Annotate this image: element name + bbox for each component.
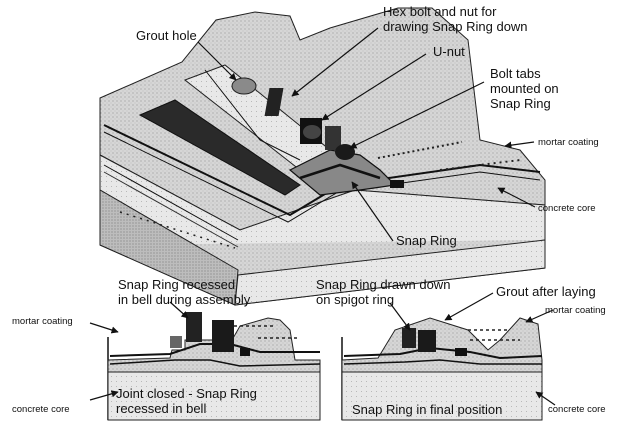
label-hex-bolt-2: drawing Snap Ring down <box>383 19 528 34</box>
label-hex-bolt-1: Hex bolt and nut for <box>383 4 497 19</box>
label-mortar-coating-left: mortar coating <box>12 316 73 327</box>
section-left <box>107 312 321 421</box>
label-joint-closed-2: recessed in bell <box>116 401 206 416</box>
label-bolt-tabs-2: mounted on <box>490 81 559 96</box>
label-concrete-core-left: concrete core <box>12 404 70 415</box>
grout-hole <box>231 77 257 95</box>
label-bolt-tabs-1: Bolt tabs <box>490 66 541 81</box>
label-concrete-core-right: concrete core <box>548 404 606 415</box>
label-bolt-tabs-3: Snap Ring <box>490 96 551 111</box>
label-recessed-2: in bell during assembly <box>118 292 251 307</box>
label-snap-ring-main: Snap Ring <box>396 233 457 248</box>
label-recessed-1: Snap Ring recessed <box>118 277 235 292</box>
label-mortar-coating-main: mortar coating <box>538 137 599 148</box>
label-joint-closed-1: Joint closed - Snap Ring <box>116 386 257 401</box>
label-grout-after: Grout after laying <box>496 284 596 299</box>
labels: Grout hole Hex bolt and nut for drawing … <box>12 4 606 417</box>
label-concrete-core-main: concrete core <box>538 203 596 214</box>
leader-lines <box>89 27 556 406</box>
label-grout-hole: Grout hole <box>136 28 197 43</box>
label-drawn-down-1: Snap Ring drawn down <box>316 277 450 292</box>
label-mortar-coating-right: mortar coating <box>545 305 606 316</box>
section-right <box>341 317 543 421</box>
main-cutaway <box>99 7 546 306</box>
label-u-nut: U-nut <box>433 44 465 59</box>
label-final-position: Snap Ring in final position <box>352 402 502 417</box>
label-drawn-down-2: on spigot ring <box>316 292 394 307</box>
